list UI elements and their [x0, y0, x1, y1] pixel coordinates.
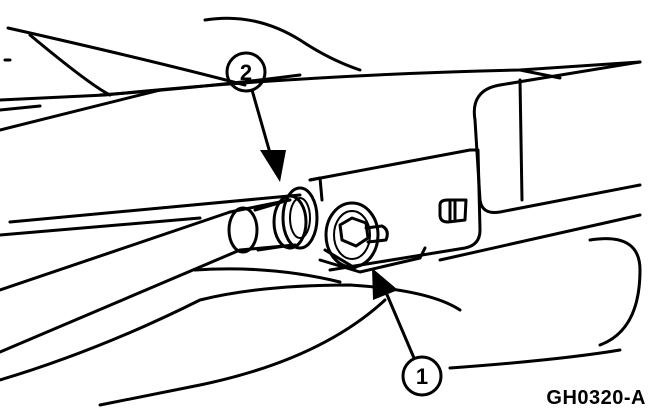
- mounting-bracket: [308, 148, 482, 272]
- frame-lower-edge: [0, 88, 302, 237]
- figure-id: GH0320-A: [546, 387, 646, 409]
- callout-2: 2: [225, 51, 286, 182]
- vehicle-frame-upper: [0, 16, 642, 112]
- callout-2-label: 2: [240, 60, 252, 85]
- callout-1-arrowhead: [372, 268, 398, 300]
- callout-2-arrowhead: [260, 150, 286, 182]
- callout-1-label: 1: [416, 364, 428, 389]
- callout-1: 1: [372, 268, 443, 397]
- body-panel-right: [472, 60, 642, 214]
- bushing: [281, 186, 319, 250]
- link-bracket: [318, 246, 427, 274]
- lower-panel: [0, 213, 642, 407]
